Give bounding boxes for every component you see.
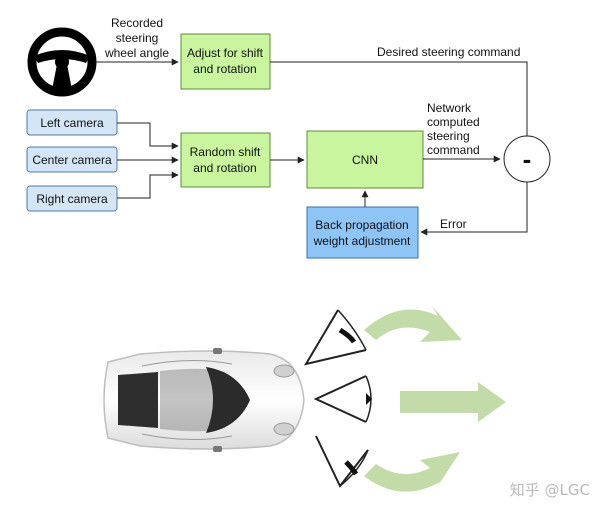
network-output-label-1: Network	[427, 101, 472, 115]
backprop-label-1: Back propagation	[315, 218, 408, 232]
car-top-view	[103, 348, 305, 452]
backprop-label-2: weight adjustment	[313, 234, 411, 248]
network-output-label-2: computed	[427, 115, 480, 129]
curved-arrow-bottom	[364, 452, 460, 492]
subtract-node: -	[503, 135, 551, 183]
steering-input-label-2: steering	[116, 31, 159, 45]
random-box-label-2: and rotation	[193, 161, 256, 175]
arrow-error-to-backprop	[420, 182, 528, 236]
steering-wheel-icon	[27, 27, 97, 97]
minus-sign: -	[523, 144, 532, 174]
steering-input-label-3: wheel angle	[104, 46, 169, 60]
center-camera-box: Center camera	[26, 146, 118, 173]
right-camera-label: Right camera	[36, 192, 108, 206]
left-camera-cone-icon	[303, 309, 367, 366]
desired-command-label: Desired steering command	[377, 45, 520, 59]
arrow-left-camera	[117, 122, 179, 150]
adjust-box: Adjust for shift and rotation	[180, 33, 271, 90]
cnn-box: CNN	[306, 130, 424, 189]
curved-arrow-top	[364, 306, 462, 342]
random-shift-box: Random shift and rotation	[180, 132, 271, 188]
backprop-box: Back propagation weight adjustment	[306, 206, 419, 259]
watermark: 知乎 @LGC	[509, 481, 590, 499]
arrow-desired-to-subtract	[270, 61, 531, 143]
right-camera-box: Right camera	[26, 185, 118, 212]
cnn-label: CNN	[352, 153, 378, 167]
steering-input-label-1: Recorded	[111, 16, 163, 30]
adjust-box-label-1: Adjust for shift	[187, 46, 264, 60]
network-output-label-4: command	[427, 143, 480, 157]
left-camera-label: Left camera	[40, 116, 104, 130]
adjust-box-label-2: and rotation	[193, 62, 256, 76]
straight-arrow-middle	[400, 382, 506, 422]
center-camera-label: Center camera	[32, 153, 112, 167]
network-output-label-3: steering	[427, 129, 470, 143]
right-camera-cone-icon	[315, 435, 369, 488]
arrow-right-camera	[117, 171, 179, 199]
center-camera-cone-icon	[313, 375, 372, 423]
random-box-label-1: Random shift	[190, 145, 261, 159]
left-camera-box: Left camera	[26, 109, 118, 136]
error-label: Error	[440, 217, 467, 231]
